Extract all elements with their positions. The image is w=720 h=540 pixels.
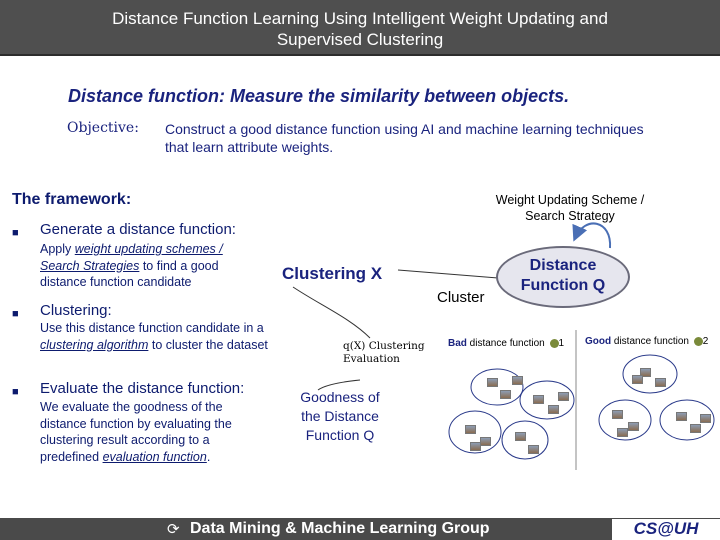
object-thumbnail-icon: [470, 442, 481, 451]
item-2-text-b: to cluster the dataset: [148, 337, 268, 352]
distance-function-node: [496, 246, 630, 308]
cluster-label: Cluster: [437, 289, 485, 306]
bad-strong: Bad: [448, 338, 467, 349]
object-thumbnail-icon: [558, 392, 569, 401]
bullet-square-icon: ■: [12, 227, 19, 239]
object-thumbnail-icon: [480, 437, 491, 446]
slide-title: Distance Function Learning Using Intelli…: [112, 9, 608, 49]
item-1-text-a: Apply: [40, 242, 75, 256]
object-thumbnail-icon: [500, 390, 511, 399]
bullet-1: ■: [12, 223, 19, 241]
marker-dot-icon: [693, 336, 703, 346]
cluster-ring: [622, 354, 678, 394]
object-thumbnail-icon: [700, 414, 711, 423]
connector-curve-bottom: [317, 379, 361, 391]
title-bar: [0, 0, 720, 56]
bullet-square-icon: ■: [12, 308, 19, 320]
object-thumbnail-icon: [655, 378, 666, 387]
bad-text: distance function: [466, 338, 548, 349]
marker-dot-icon: [549, 338, 559, 348]
item-3-body: We evaluate the goodness of the distance…: [40, 399, 265, 465]
object-thumbnail-icon: [465, 425, 476, 434]
cluster-ring: [501, 420, 549, 460]
objective-text: Construct a good distance function using…: [165, 121, 644, 155]
object-thumbnail-icon: [640, 368, 651, 377]
footer-bar: [0, 518, 720, 540]
cluster-ring: [598, 399, 652, 441]
cluster-ring: [470, 368, 524, 406]
cluster-ring: [659, 399, 715, 441]
item-2-heading: Clustering:: [40, 302, 112, 319]
item-3-text-a: We evaluate the goodness of the distance…: [40, 400, 232, 464]
bullet-2: ■: [12, 304, 19, 322]
goodness-label: Goodness of the Distance Function Q: [300, 389, 380, 443]
item-1-text-link: weight updating schemes / Search Strateg…: [40, 242, 223, 273]
cluster-ring: [448, 410, 502, 454]
clustering-evaluation-label: q(X) Clustering Evaluation: [343, 340, 425, 365]
bad-number: 1: [558, 338, 565, 349]
item-1-heading: Generate a distance function:: [40, 221, 236, 238]
bad-distance-label: Bad distance function 1: [448, 338, 564, 349]
object-thumbnail-icon: [690, 424, 701, 433]
item-2-body: Use this distance function candidate in …: [40, 320, 285, 353]
object-thumbnail-icon: [487, 378, 498, 387]
object-thumbnail-icon: [528, 445, 539, 454]
object-thumbnail-icon: [533, 395, 544, 404]
footer-brand: CS@UH: [612, 519, 720, 540]
object-thumbnail-icon: [548, 405, 559, 414]
good-number: 2: [702, 336, 709, 347]
good-distance-label: Good distance function 2: [585, 336, 708, 347]
framework-heading: The framework:: [12, 191, 132, 208]
object-thumbnail-icon: [512, 376, 523, 385]
objective-label: Objective:: [67, 120, 139, 136]
weight-scheme-label: Weight Updating Scheme / Search Strategy: [495, 193, 645, 223]
bullet-square-icon: ■: [12, 386, 19, 398]
object-thumbnail-icon: [617, 428, 628, 437]
subtitle: Distance function: Measure the similarit…: [68, 86, 570, 106]
feedback-arrow: [572, 222, 612, 249]
object-thumbnail-icon: [628, 422, 639, 431]
good-strong: Good: [585, 336, 612, 347]
connector-line: [397, 269, 499, 279]
item-3-text-link: evaluation function: [102, 449, 207, 464]
object-thumbnail-icon: [612, 410, 623, 419]
item-1-text-b: to find a good distance function candida…: [40, 258, 219, 290]
footer-text: Data Mining & Machine Learning Group: [190, 520, 490, 537]
clustering-x-label: Clustering X: [282, 264, 383, 283]
item-2-text-link: clustering algorithm: [40, 337, 149, 352]
cluster-ring: [519, 380, 575, 420]
item-2-text-a: Use this distance function candidate in …: [40, 321, 264, 335]
item-3-text-b: .: [206, 449, 211, 464]
distance-function-label: Distance Function Q: [520, 257, 606, 294]
connector-curve-left: [292, 286, 371, 339]
object-thumbnail-icon: [676, 412, 687, 421]
object-thumbnail-icon: [632, 375, 643, 384]
bullet-3: ■: [12, 382, 19, 400]
item-3-heading: Evaluate the distance function:: [40, 380, 245, 397]
item-1-body: Apply weight updating schemes / Search S…: [40, 241, 255, 291]
object-thumbnail-icon: [515, 432, 526, 441]
good-text: distance function: [611, 336, 692, 347]
group-logo-icon: ⟳: [167, 521, 180, 538]
